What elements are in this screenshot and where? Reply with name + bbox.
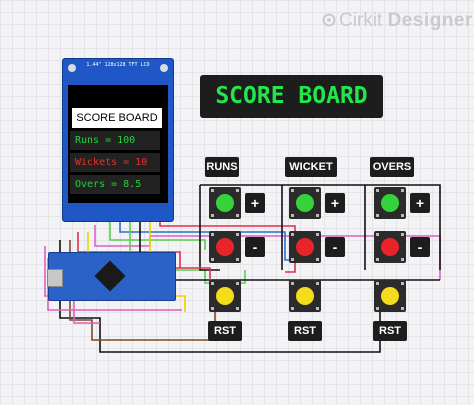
screen-runs-line: Runs = 100	[70, 131, 160, 150]
button-pin	[291, 233, 294, 236]
cirkit-designer-logo: Cirkit Designer	[322, 10, 473, 32]
minus-sign-label: -	[410, 237, 430, 257]
button-pin	[291, 307, 294, 310]
screen-wickets-line: Wickets = 10	[70, 153, 160, 172]
minus-sign-label: -	[245, 237, 265, 257]
button-pin	[316, 258, 319, 261]
button-pin	[211, 233, 214, 236]
button-pin	[236, 258, 239, 261]
overs-middle-pushbutton[interactable]	[374, 231, 406, 263]
button-pin	[211, 282, 214, 285]
button-pin	[291, 214, 294, 217]
button-cap	[381, 287, 399, 305]
wire	[109, 222, 206, 250]
wicket-top-pushbutton[interactable]	[289, 187, 321, 219]
button-pin	[236, 189, 239, 192]
reset-label: RST	[208, 321, 242, 341]
button-pin	[291, 282, 294, 285]
button-cap	[216, 287, 234, 305]
column-label-wicket: WICKET	[285, 157, 337, 177]
button-cap	[381, 238, 399, 256]
button-pin	[376, 282, 379, 285]
button-pin	[401, 307, 404, 310]
screen-title: SCORE BOARD	[72, 108, 162, 128]
wire	[59, 240, 381, 353]
minus-sign-label: -	[325, 237, 345, 257]
button-pin	[291, 258, 294, 261]
button-cap	[296, 238, 314, 256]
mount-hole	[160, 64, 168, 72]
reset-label: RST	[373, 321, 407, 341]
button-pin	[211, 307, 214, 310]
button-pin	[211, 189, 214, 192]
overs-top-pushbutton[interactable]	[374, 187, 406, 219]
runs-top-pushbutton[interactable]	[209, 187, 241, 219]
button-cap	[216, 238, 234, 256]
wicket-middle-pushbutton[interactable]	[289, 231, 321, 263]
button-pin	[236, 282, 239, 285]
button-pin	[211, 258, 214, 261]
button-pin	[401, 189, 404, 192]
button-pin	[316, 233, 319, 236]
button-pin	[316, 282, 319, 285]
brand-suffix: Designer	[387, 10, 473, 31]
cirkit-icon	[322, 13, 336, 27]
mount-hole	[68, 64, 76, 72]
button-pin	[376, 258, 379, 261]
runs-middle-pushbutton[interactable]	[209, 231, 241, 263]
button-cap	[296, 287, 314, 305]
button-pin	[316, 189, 319, 192]
column-label-overs: OVERS	[370, 157, 414, 177]
wire	[159, 222, 296, 273]
wire	[199, 185, 220, 271]
button-pin	[401, 233, 404, 236]
button-pin	[376, 233, 379, 236]
plus-sign-label: +	[410, 193, 430, 213]
banner-text: SCORE BOARD	[215, 83, 368, 109]
button-pin	[376, 214, 379, 217]
button-pin	[236, 233, 239, 236]
wicket-bottom-pushbutton[interactable]	[289, 280, 321, 312]
button-pin	[316, 214, 319, 217]
button-pin	[376, 189, 379, 192]
button-pin	[211, 214, 214, 217]
button-pin	[291, 189, 294, 192]
button-cap	[296, 194, 314, 212]
score-board-banner[interactable]: SCORE BOARD	[200, 75, 383, 118]
button-cap	[381, 194, 399, 212]
overs-bottom-pushbutton[interactable]	[374, 280, 406, 312]
plus-sign-label: +	[325, 193, 345, 213]
tft-header-label: 1.44" 128x128 TFT LCD	[86, 62, 150, 68]
button-cap	[216, 194, 234, 212]
arduino-nano-board[interactable]	[47, 252, 176, 301]
plus-sign-label: +	[245, 193, 265, 213]
button-pin	[316, 307, 319, 310]
microcontroller-chip	[94, 260, 126, 292]
reset-label: RST	[288, 321, 322, 341]
runs-bottom-pushbutton[interactable]	[209, 280, 241, 312]
button-pin	[401, 282, 404, 285]
button-pin	[401, 258, 404, 261]
wire	[200, 184, 441, 270]
column-label-runs: RUNS	[205, 157, 239, 177]
button-pin	[236, 307, 239, 310]
button-pin	[236, 214, 239, 217]
button-pin	[401, 214, 404, 217]
screen-overs-line: Overs = 8.5	[70, 175, 160, 194]
button-pin	[376, 307, 379, 310]
usb-port	[47, 269, 63, 287]
brand-prefix: Cirkit	[339, 10, 383, 31]
